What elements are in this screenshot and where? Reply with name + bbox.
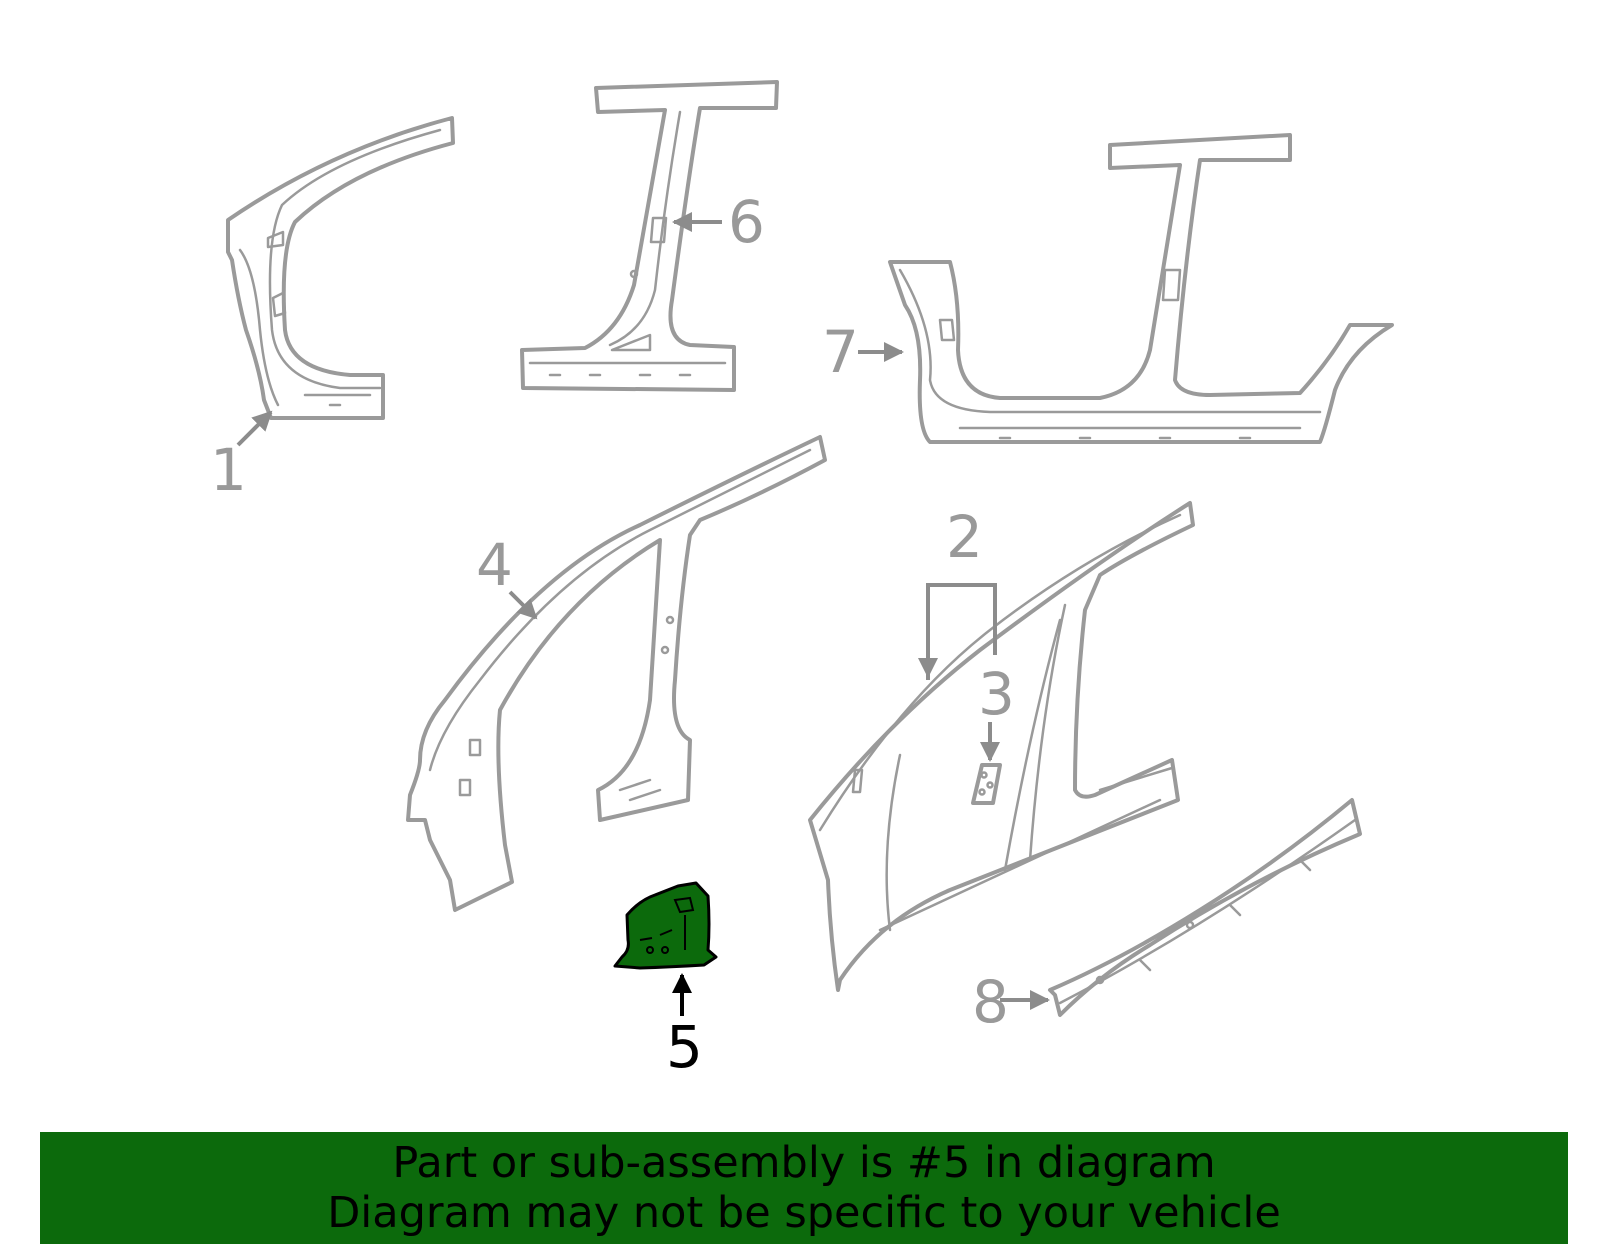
banner-line-2: Diagram may not be specific to your vehi… <box>327 1188 1281 1238</box>
callout-1: 1 <box>210 436 247 504</box>
part-8-rocker-panel <box>1048 798 1362 1017</box>
callout-2: 2 <box>946 503 983 571</box>
info-banner: Part or sub-assembly is #5 in diagram Di… <box>40 1132 1568 1244</box>
leader-2-bracket <box>926 583 997 680</box>
part-6-center-pillar <box>520 80 779 392</box>
part-4-inner-bodyside <box>406 435 827 912</box>
part-3-reinforcement <box>971 763 1002 805</box>
part-5-highlighted-bracket <box>613 881 718 970</box>
callout-7: 7 <box>822 318 859 386</box>
callout-3: 3 <box>978 660 1015 728</box>
callout-8: 8 <box>972 968 1009 1036</box>
callout-4: 4 <box>476 531 513 599</box>
callout-5: 5 <box>666 1013 703 1081</box>
leader-4 <box>508 590 538 620</box>
banner-line-1: Part or sub-assembly is #5 in diagram <box>392 1138 1216 1188</box>
callout-6: 6 <box>728 188 765 256</box>
part-2-aperture-panel <box>808 501 1195 992</box>
leader-1 <box>236 410 273 447</box>
part-7-bodyside-outer <box>888 133 1394 444</box>
part-1-front-pillar <box>226 116 455 420</box>
